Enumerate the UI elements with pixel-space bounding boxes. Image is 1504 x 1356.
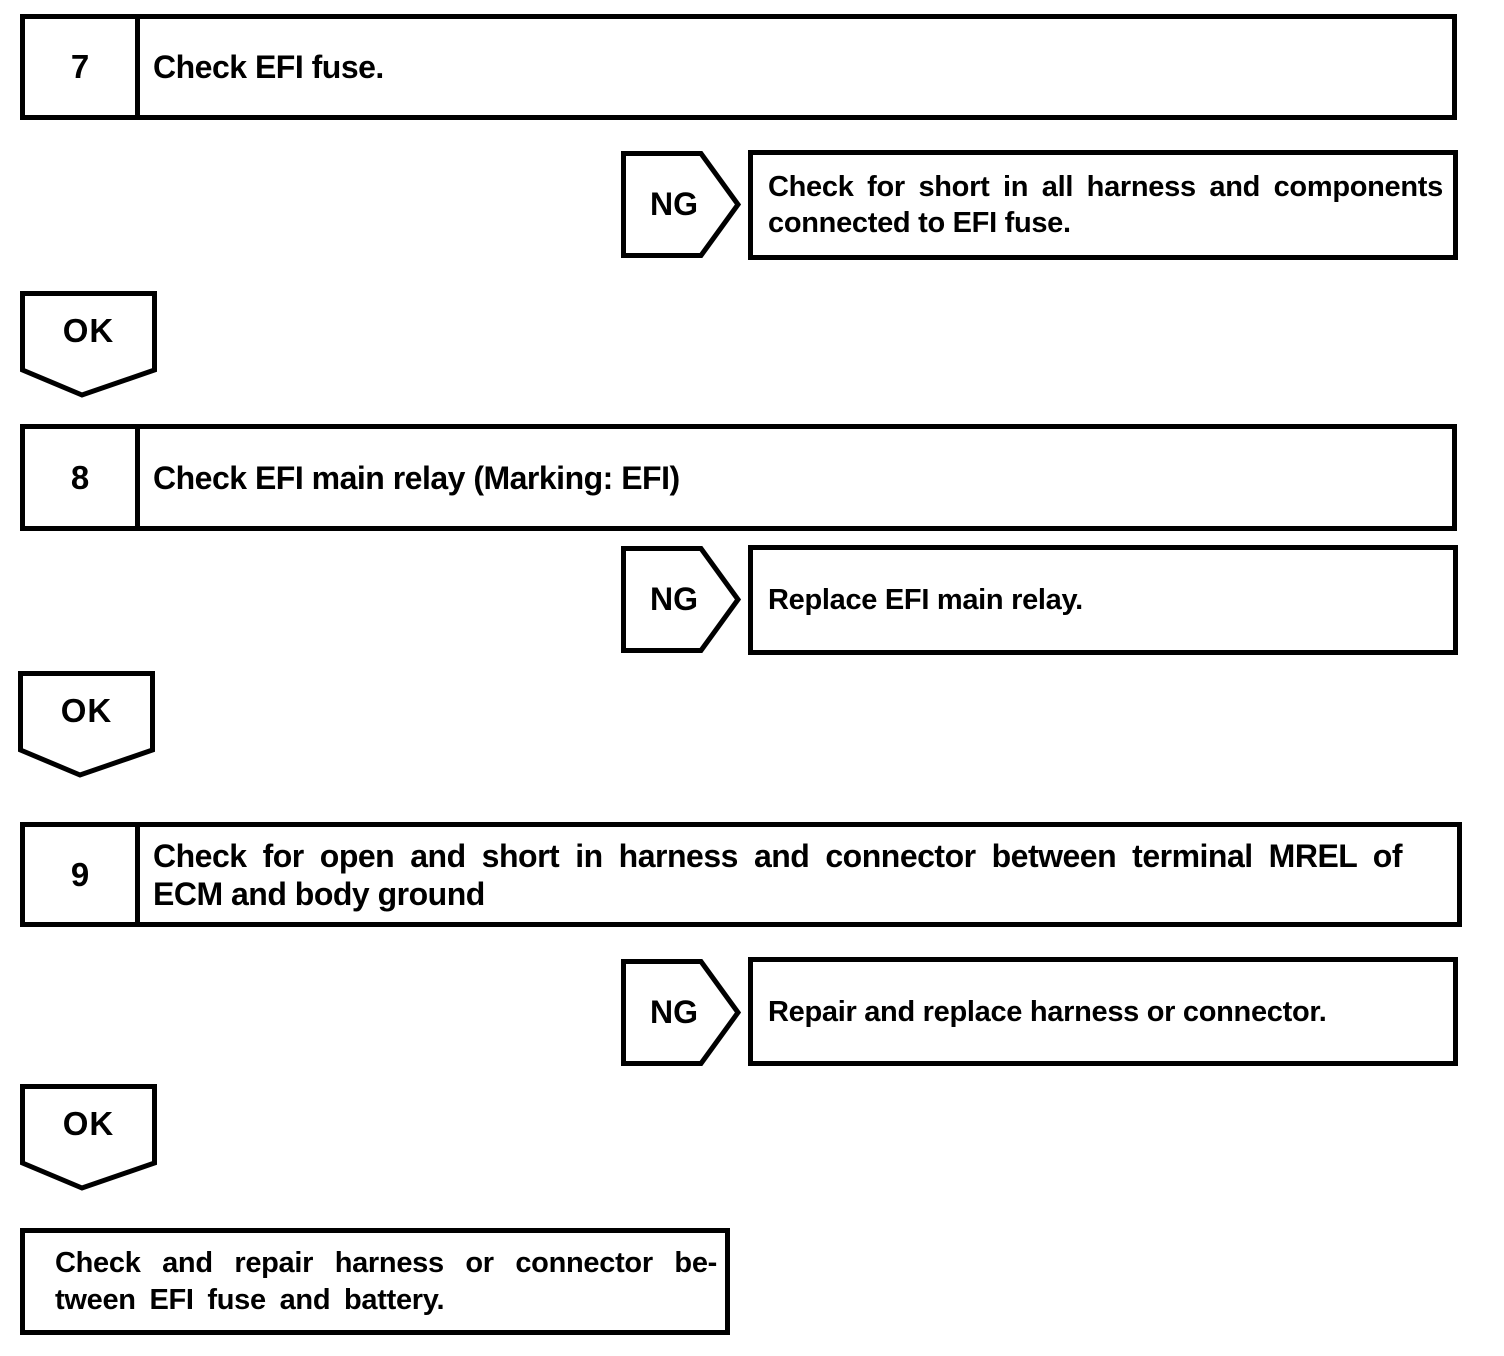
step-7-title-text: Check EFI fuse. <box>153 49 384 85</box>
step-8-ng-arrow: NG <box>621 546 741 653</box>
step-8-title: Check EFI main relay (Marking: EFI) <box>140 429 1452 526</box>
step-8-ng-action-box: Replace EFI main relay. <box>748 545 1458 655</box>
step-9-ok-arrow: OK <box>20 1084 157 1191</box>
ng-arrow-icon <box>621 546 741 653</box>
step-7-ng-arrow: NG <box>621 151 741 258</box>
ng-arrow-icon <box>621 959 741 1066</box>
ng-action-line-1: Check for short in all harness and compo… <box>768 171 1443 203</box>
step-9-box: 9 Check for open and short in harness an… <box>20 822 1462 927</box>
ok-arrow-icon <box>18 671 155 778</box>
step-9-ng-action-box: Repair and replace harness or connector. <box>748 957 1458 1066</box>
ng-label: NG <box>650 186 698 222</box>
ng-action-line-2: connected to EFI fuse. <box>768 207 1071 239</box>
step-8-box: 8 Check EFI main relay (Marking: EFI) <box>20 424 1457 531</box>
ng-action-line-1: Replace EFI main relay. <box>768 584 1083 616</box>
ng-label: NG <box>650 581 698 617</box>
ng-arrow-icon <box>621 151 741 258</box>
ng-label: NG <box>650 994 698 1030</box>
step-8-number: 8 <box>25 429 140 526</box>
step-7-number: 7 <box>25 19 140 115</box>
ok-label: OK <box>62 311 115 349</box>
ok-label: OK <box>62 1104 115 1142</box>
step-9-title: Check for open and short in harness and … <box>140 827 1457 922</box>
step-9-title-line-1: Check for open and short in harness and … <box>153 837 1403 874</box>
step-7-title: Check EFI fuse. <box>140 19 1452 115</box>
step-9-ng-arrow: NG <box>621 959 741 1066</box>
step-7-ok-arrow: OK <box>20 291 157 398</box>
ok-arrow-icon <box>20 291 157 398</box>
ok-label: OK <box>60 691 113 729</box>
step-9-number: 9 <box>25 827 140 922</box>
step-8-title-text: Check EFI main relay (Marking: EFI) <box>153 459 680 496</box>
step-8-ok-arrow: OK <box>18 671 155 778</box>
step-7-ng-action-box: Check for short in all harness and compo… <box>748 150 1458 260</box>
final-action-box: Check and repair harness or connector be… <box>20 1228 730 1335</box>
step-9-title-line-2: ECM and body ground <box>153 875 485 912</box>
final-action-line-1: Check and repair harness or connector be… <box>55 1246 717 1279</box>
ok-arrow-icon <box>20 1084 157 1191</box>
ng-action-line-1: Repair and replace harness or connector. <box>768 995 1327 1028</box>
final-action-line-2: tween EFI fuse and battery. <box>55 1283 445 1316</box>
step-7-box: 7 Check EFI fuse. <box>20 14 1457 120</box>
